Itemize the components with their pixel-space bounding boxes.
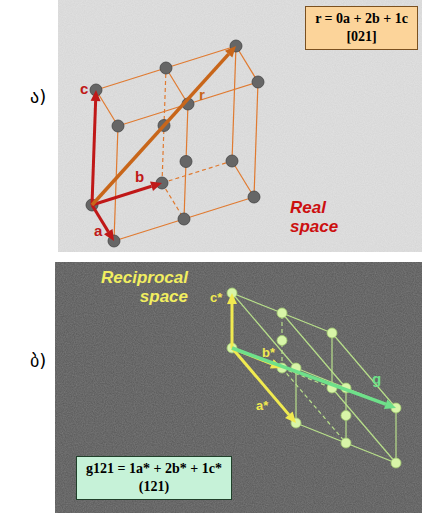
vector-label: g xyxy=(372,370,381,387)
vector-equation: r = 0a + 2b + 1c xyxy=(314,10,409,28)
lattice-line xyxy=(232,293,282,313)
vector-label: r xyxy=(199,86,205,103)
lattice-line xyxy=(296,423,346,443)
space-title: Real space xyxy=(290,198,360,236)
lattice-line xyxy=(296,368,346,388)
vector-r-head xyxy=(225,46,236,58)
lattice-point xyxy=(252,76,264,88)
lattice-line xyxy=(232,46,236,161)
lattice-point xyxy=(277,336,287,346)
lattice-line xyxy=(331,333,332,388)
real-vector-box: r = 0a + 2b + 1c[021] xyxy=(305,6,418,50)
vector-g-head xyxy=(384,400,396,409)
real-space-ground xyxy=(58,0,422,252)
lattice-point xyxy=(112,120,124,132)
lattice-line xyxy=(162,161,232,183)
index-notation: [021] xyxy=(314,28,409,46)
vector-c-star-head xyxy=(227,293,237,304)
lattice-line xyxy=(254,82,258,197)
vector-label: c xyxy=(80,80,88,97)
lattice-line xyxy=(114,219,184,241)
vector-label: c* xyxy=(210,290,222,305)
lattice-point xyxy=(178,213,190,225)
lattice-point xyxy=(341,411,351,421)
lattice-line xyxy=(232,293,296,368)
vector-a-head xyxy=(104,229,114,241)
lattice-line xyxy=(332,388,396,463)
lattice-line xyxy=(295,368,296,423)
space-title: Reciprocal space xyxy=(88,268,188,306)
panel-letter: ბ) xyxy=(30,350,46,371)
vector-a-star-head xyxy=(285,411,296,423)
lattice-point xyxy=(226,155,238,167)
vector-label: a* xyxy=(256,398,268,413)
vector-c-head xyxy=(91,90,101,101)
lattice-line xyxy=(282,368,332,388)
reciprocal-space-texture xyxy=(55,262,422,513)
lattice-line xyxy=(395,408,396,463)
lattice-line xyxy=(282,313,332,333)
lattice-point xyxy=(277,308,287,318)
vector-label: b* xyxy=(262,345,275,360)
reciprocal-vector-box: g121 = 1a* + 2b* + 1c*(121) xyxy=(76,456,232,500)
index-notation: (121) xyxy=(85,478,223,496)
vector-r xyxy=(92,54,229,205)
vector-equation: g121 = 1a* + 2b* + 1c* xyxy=(85,460,223,478)
lattice-point xyxy=(327,328,337,338)
lattice-point xyxy=(248,191,260,203)
reciprocal-space-ground xyxy=(55,262,422,513)
vector-label: a xyxy=(94,222,102,239)
lattice-line xyxy=(118,104,188,126)
lattice-point xyxy=(341,438,351,448)
vector-c xyxy=(92,101,96,205)
lattice-point xyxy=(160,62,172,74)
lattice-line xyxy=(96,68,166,90)
panel-letter: ა) xyxy=(30,86,46,107)
vector-label: b xyxy=(135,168,144,185)
vector-b-head xyxy=(150,182,162,192)
lattice-line xyxy=(114,126,118,241)
lattice-point xyxy=(391,458,401,468)
lattice-line xyxy=(92,205,114,241)
vector-g xyxy=(232,348,386,404)
lattice-line xyxy=(92,90,96,205)
vector-c-star xyxy=(231,304,234,348)
lattice-line xyxy=(184,197,254,219)
real-space-texture xyxy=(58,0,422,252)
lattice-line xyxy=(346,443,396,463)
lattice-point xyxy=(180,156,192,168)
